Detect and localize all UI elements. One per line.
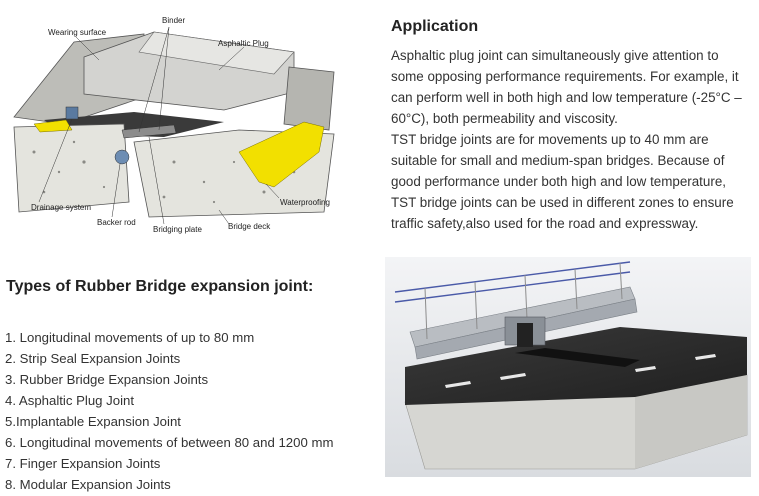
- label-asphaltic-plug: Asphaltic Plug: [218, 39, 269, 48]
- label-bridging-plate: Bridging plate: [153, 225, 202, 234]
- application-paragraph-2: TST bridge joints are for movements up t…: [391, 132, 734, 231]
- list-item: 6. Longitudinal movements of between 80 …: [5, 435, 334, 450]
- label-drainage-system: Drainage system: [31, 203, 91, 212]
- list-item: 3. Rubber Bridge Expansion Joints: [5, 372, 209, 387]
- list-item: 4. Asphaltic Plug Joint: [5, 393, 135, 408]
- asphaltic-plug-diagram: Wearing surface Binder Asphaltic Plug Dr…: [4, 12, 349, 237]
- application-paragraph-1: Asphaltic plug joint can simultaneously …: [391, 48, 742, 126]
- label-binder: Binder: [162, 16, 185, 25]
- label-bridge-deck: Bridge deck: [228, 222, 271, 231]
- label-wearing-surface: Wearing surface: [48, 28, 107, 37]
- list-item: 2. Strip Seal Expansion Joints: [5, 351, 181, 366]
- label-waterproofing: Waterproofing: [280, 198, 330, 207]
- list-item: 1. Longitudinal movements of up to 80 mm: [5, 330, 255, 345]
- list-item: 7. Finger Expansion Joints: [5, 456, 161, 471]
- list-item: 5.Implantable Expansion Joint: [5, 414, 181, 429]
- application-text: Asphaltic plug joint can simultaneously …: [391, 45, 751, 234]
- expansion-joint-render: [385, 257, 751, 477]
- types-list: 1. Longitudinal movements of up to 80 mm…: [5, 327, 333, 495]
- application-heading: Application: [391, 18, 479, 35]
- list-item: 8. Modular Expansion Joints: [5, 477, 171, 492]
- types-heading: Types of Rubber Bridge expansion joint:: [6, 278, 314, 295]
- label-backer-rod: Backer rod: [97, 218, 136, 227]
